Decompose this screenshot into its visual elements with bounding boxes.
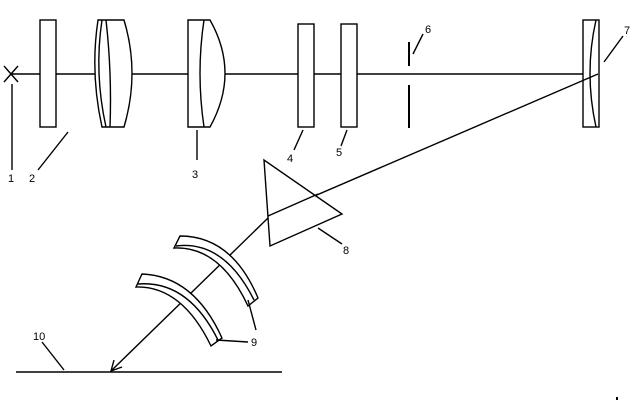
leader-5 [340, 129, 348, 147]
reflected-beam [267, 73, 599, 217]
label-6: 6 [425, 24, 431, 36]
leader-10 [41, 341, 65, 371]
beam-inside-prism [267, 193, 319, 217]
lens-9-upper [172, 235, 259, 308]
label-5: 5 [336, 147, 342, 159]
prism-8 [263, 158, 344, 248]
lens-3 [187, 19, 226, 128]
leader-4 [293, 129, 304, 151]
leader-9b [215, 339, 249, 343]
label-3: 3 [192, 169, 198, 181]
flat-plate-2 [39, 19, 57, 128]
label-10: 10 [33, 331, 45, 343]
light-source-cross [3, 65, 19, 170]
label-1: 1 [8, 173, 14, 185]
label-7: 7 [624, 25, 630, 37]
doublet-lens [94, 19, 133, 128]
leader-7 [603, 35, 624, 63]
leader-9a [247, 299, 257, 331]
leader-8 [317, 227, 343, 245]
leader-6 [412, 33, 424, 55]
flat-plate-4 [297, 23, 315, 128]
label-8: 8 [343, 245, 349, 257]
label-2: 2 [29, 173, 35, 185]
arrow-head [109, 359, 123, 373]
flat-plate-5 [340, 23, 358, 128]
label-9: 9 [251, 337, 257, 349]
lens-9-lower [134, 273, 223, 348]
leader-2 [37, 131, 69, 171]
stray-dot [616, 397, 618, 400]
label-4: 4 [287, 153, 293, 165]
concave-mirror-7 [582, 19, 600, 128]
